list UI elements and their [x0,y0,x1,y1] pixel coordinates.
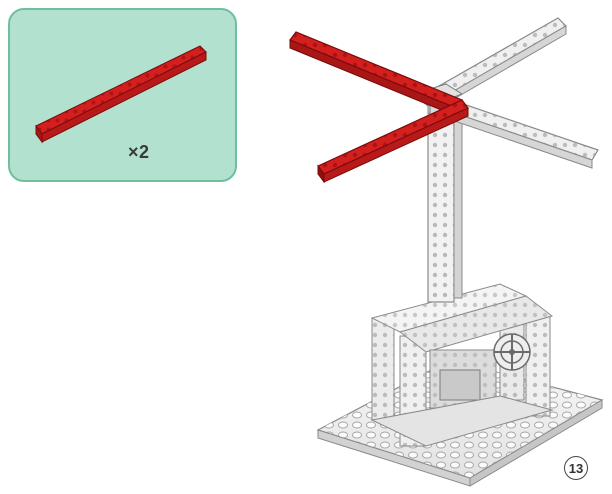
grey-rotor-beam-upper [416,17,567,115]
parts-callout-panel: ×2 [8,8,237,182]
red-rotor-beam-front [317,99,469,184]
grey-rotor-beam-right [433,95,599,169]
vertical-mast [427,111,463,303]
part-quantity-label: ×2 [128,142,150,162]
red-rotor-beam-back [289,31,463,117]
red-beam-part-icon [35,45,207,144]
step-number-badge: 13 [564,456,588,480]
gearbox-frame [370,283,554,447]
